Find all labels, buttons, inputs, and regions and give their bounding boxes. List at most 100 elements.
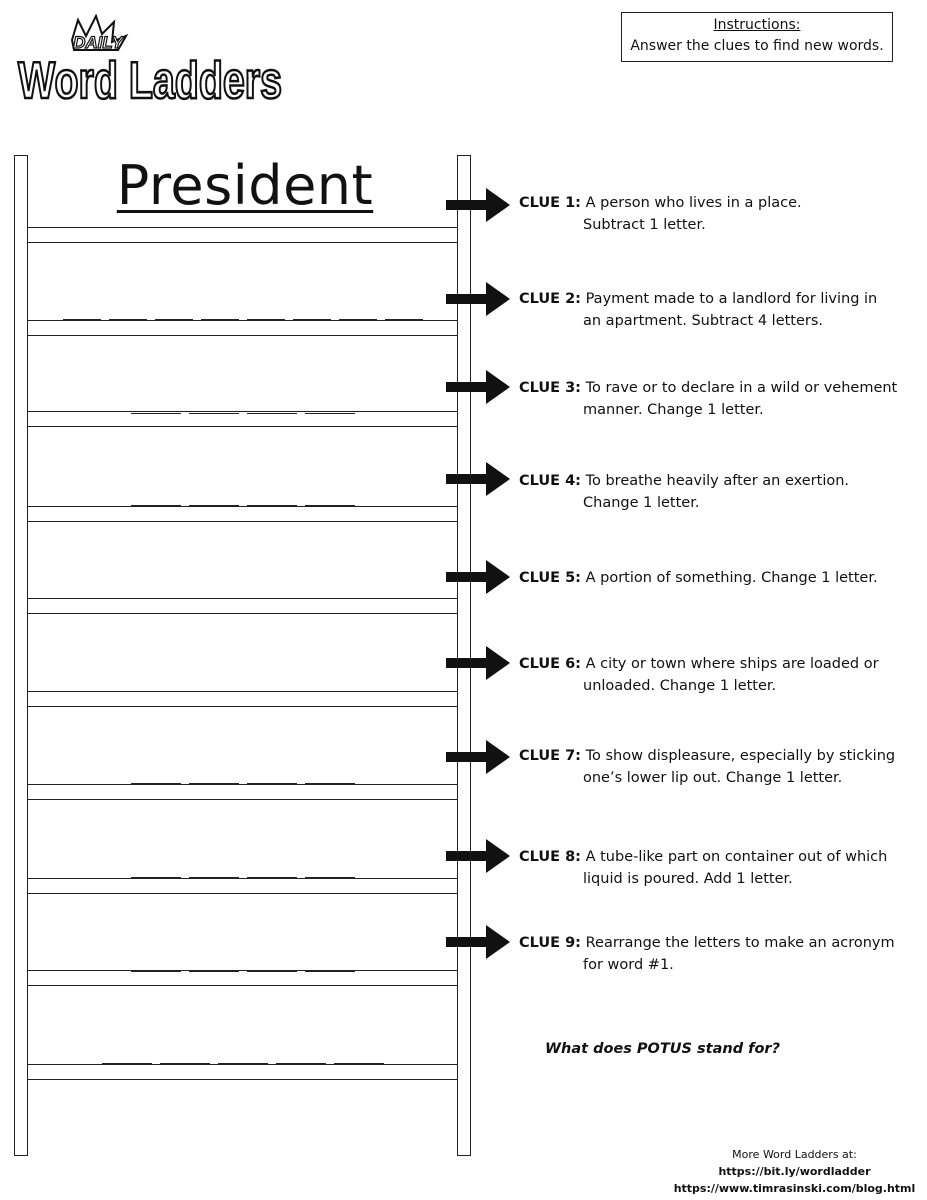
footer: More Word Ladders at: https://bit.ly/wor… (672, 1146, 917, 1197)
clue-arrow-icon (446, 839, 511, 873)
letter-blank[interactable] (188, 971, 239, 972)
clue-text: CLUE 7: To show displeasure, especially … (519, 745, 919, 789)
clue-line-1: A portion of something. Change 1 letter. (585, 570, 878, 586)
letter-blank[interactable] (130, 598, 181, 599)
letter-blank[interactable] (62, 319, 101, 320)
letter-blank[interactable] (304, 691, 355, 692)
letter-blank[interactable] (275, 1063, 326, 1064)
clue-line-1: Rearrange the letters to make an acronym (585, 935, 895, 951)
ladder-rung (28, 411, 457, 427)
letter-blank[interactable] (304, 877, 355, 878)
answer-blanks[interactable] (30, 581, 455, 599)
answer-blanks[interactable] (30, 302, 455, 320)
clue-arrow-icon (446, 188, 511, 222)
clue-line-1: To show displeasure, especially by stick… (585, 748, 896, 764)
clue-line-2: for word #1. (583, 957, 674, 973)
letter-blank[interactable] (384, 319, 423, 320)
ladder-rung (28, 1064, 457, 1080)
letter-blank[interactable] (130, 691, 181, 692)
letter-blank[interactable] (188, 783, 239, 784)
letter-blank[interactable] (304, 413, 355, 414)
clue-line-1: A tube-like part on container out of whi… (585, 849, 888, 865)
letter-blank[interactable] (246, 877, 297, 878)
clue-arrow-icon (446, 370, 511, 404)
clue-line-2: an apartment. Subtract 4 letters. (583, 313, 824, 329)
clue-text: CLUE 4: To breathe heavily after an exer… (519, 470, 919, 514)
letter-blank[interactable] (246, 691, 297, 692)
clue-arrow-icon (446, 282, 511, 316)
clue-arrow-icon (446, 925, 511, 959)
clue-line-2: one’s lower lip out. Change 1 letter. (583, 770, 843, 786)
letter-blank[interactable] (246, 505, 297, 506)
clue-arrow-icon (446, 646, 511, 680)
letter-blank[interactable] (188, 505, 239, 506)
clue-line-2: liquid is poured. Add 1 letter. (583, 871, 793, 887)
clue-line-1: A person who lives in a place. (585, 195, 802, 211)
clue-label: CLUE 3: (519, 380, 581, 396)
ladder-rung (28, 598, 457, 614)
letter-blank[interactable] (304, 971, 355, 972)
letter-blank[interactable] (108, 319, 147, 320)
letter-blank[interactable] (200, 319, 239, 320)
instructions-box: Instructions: Answer the clues to find n… (621, 12, 893, 62)
letter-blank[interactable] (304, 783, 355, 784)
clue-line-2: unloaded. Change 1 letter. (583, 678, 777, 694)
letter-blank[interactable] (188, 413, 239, 414)
letter-blank[interactable] (130, 505, 181, 506)
clue-text: CLUE 6: A city or town where ships are l… (519, 653, 919, 697)
word-ladders-logo: DAILY Word Ladders (14, 13, 294, 111)
letter-blank[interactable] (130, 877, 181, 878)
ladder-right-rail (457, 155, 471, 1156)
letter-blank[interactable] (101, 1063, 152, 1064)
letter-blank[interactable] (188, 598, 239, 599)
letter-blank[interactable] (130, 971, 181, 972)
clue-text: CLUE 8: A tube-like part on container ou… (519, 846, 919, 890)
answer-blanks[interactable] (30, 954, 455, 972)
letter-blank[interactable] (292, 319, 331, 320)
clue-label: CLUE 1: (519, 195, 581, 211)
clue-line-1: Payment made to a landlord for living in (585, 291, 878, 307)
logo-main-text: Word Ladders (18, 52, 282, 108)
clue-text: CLUE 2: Payment made to a landlord for l… (519, 288, 919, 332)
letter-blank[interactable] (130, 783, 181, 784)
footer-link-blog[interactable]: https://www.timrasinski.com/blog.html (673, 1182, 916, 1195)
answer-blanks[interactable] (30, 396, 455, 414)
answer-blanks[interactable] (30, 674, 455, 692)
letter-blank[interactable] (338, 319, 377, 320)
letter-blank[interactable] (154, 319, 193, 320)
letter-blank[interactable] (246, 971, 297, 972)
clue-label: CLUE 2: (519, 291, 581, 307)
letter-blank[interactable] (304, 598, 355, 599)
letter-blank[interactable] (188, 877, 239, 878)
letter-blank[interactable] (217, 1063, 268, 1064)
logo-small-text: DAILY (73, 33, 124, 52)
clue-line-1: To breathe heavily after an exertion. (585, 473, 850, 489)
letter-blank[interactable] (246, 783, 297, 784)
clue-label: CLUE 6: (519, 656, 581, 672)
start-word-title: President (116, 154, 374, 217)
ladder-rung (28, 227, 457, 243)
clue-arrow-icon (446, 740, 511, 774)
answer-blanks[interactable] (30, 488, 455, 506)
clue-text: CLUE 1: A person who lives in a place. Su… (519, 192, 919, 236)
letter-blank[interactable] (188, 691, 239, 692)
letter-blank[interactable] (333, 1063, 384, 1064)
clue-text: CLUE 3: To rave or to declare in a wild … (519, 377, 919, 421)
letter-blank[interactable] (159, 1063, 210, 1064)
answer-blanks[interactable] (30, 766, 455, 784)
answer-blanks[interactable] (30, 1046, 455, 1064)
letter-blank[interactable] (246, 319, 285, 320)
clue-arrow-icon (446, 560, 511, 594)
ladder-rung (28, 784, 457, 800)
letter-blank[interactable] (130, 413, 181, 414)
footer-title: More Word Ladders at: (732, 1148, 857, 1161)
clue-line-2: Subtract 1 letter. (583, 217, 706, 233)
clue-label: CLUE 5: (519, 570, 581, 586)
ladder-rung (28, 878, 457, 894)
letter-blank[interactable] (246, 598, 297, 599)
ladder-rung (28, 506, 457, 522)
letter-blank[interactable] (304, 505, 355, 506)
letter-blank[interactable] (246, 413, 297, 414)
footer-link-bitly[interactable]: https://bit.ly/wordladder (718, 1165, 871, 1178)
answer-blanks[interactable] (30, 860, 455, 878)
